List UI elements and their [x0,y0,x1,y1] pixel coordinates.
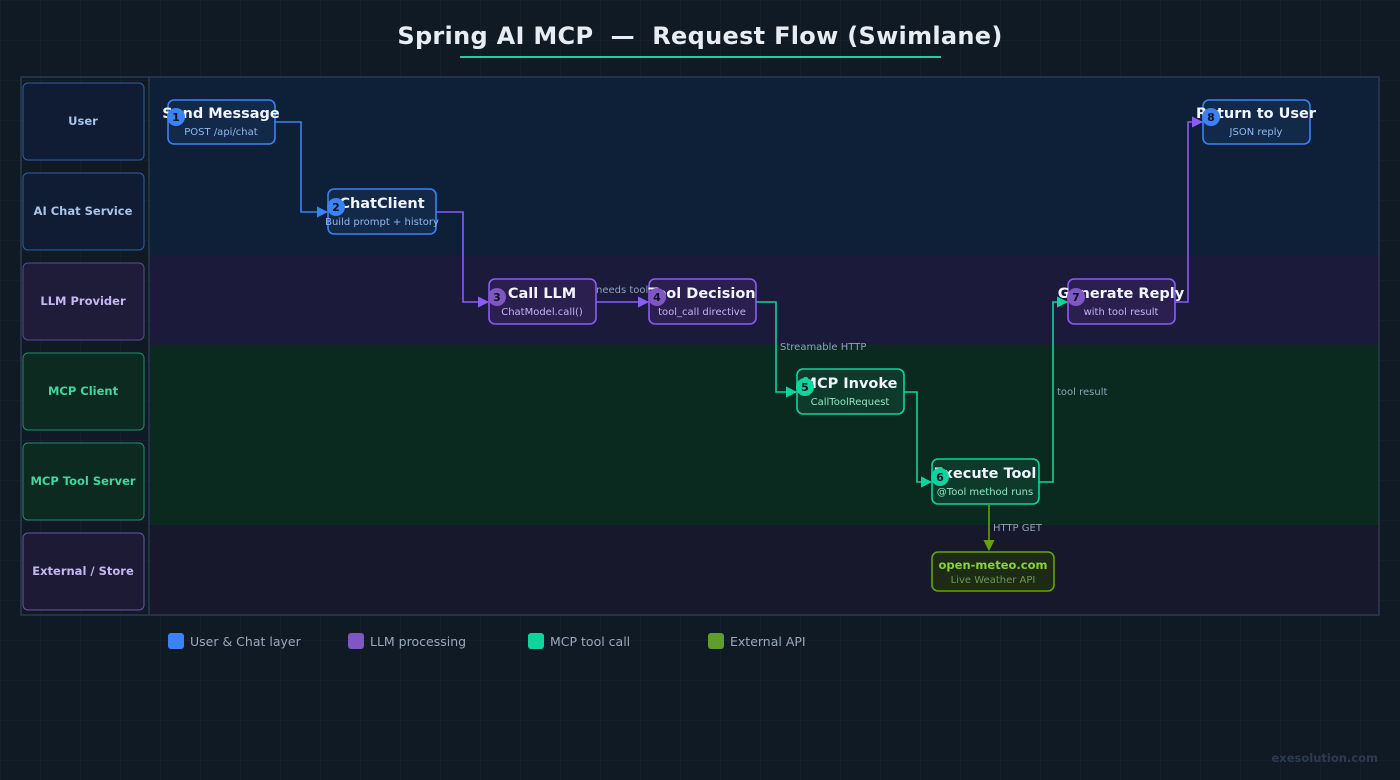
svg-text:AI Chat Service: AI Chat Service [34,204,133,218]
step-8-title: Return to User [1196,106,1317,122]
step-6-subtitle: @Tool method runs [937,487,1033,498]
lane-label-user: User [22,82,145,161]
step-5-badge [796,378,814,396]
label-tool-result: tool result [1057,387,1107,398]
lane-band-mcp [150,345,1379,525]
step-2-subtitle: Build prompt + history [325,217,439,228]
external-open-meteo: open-meteo.com Live Weather API [931,551,1055,592]
step-8-subtitle: JSON reply [1229,127,1283,138]
step-6-badge [931,468,949,486]
svg-text:MCP Tool Server: MCP Tool Server [30,474,135,488]
lane-label-ai-chat-service: AI Chat Service [22,172,145,251]
legend-item-user-chat: User & Chat layer [168,632,301,650]
step-3-title: Call LLM [508,286,576,302]
lane-label-external-store: External / Store [22,532,145,611]
external-subtitle: Live Weather API [951,575,1036,586]
step-4-badge [648,288,666,306]
step-6-execute-tool: Execute Tool @Tool method runs 6 [931,458,1040,505]
step-2-chatclient: ChatClient Build prompt + history 2 [325,188,439,235]
connector-2-to-3 [436,211,490,308]
step-2-badge [327,198,345,216]
legend-swatch-olive [708,633,724,649]
step-1-subtitle: POST /api/chat [184,127,257,138]
label-http-get: HTTP GET [993,523,1043,534]
step-5-mcp-invoke: MCP Invoke CallToolRequest 5 [796,368,905,415]
svg-text:User: User [68,114,98,128]
diagram-frame [20,76,1380,616]
step-7-badge [1067,288,1085,306]
legend-swatch-green [528,633,544,649]
svg-text:4: 4 [653,291,661,304]
step-1-send-message: Send Message POST /api/chat 1 [162,99,280,145]
step-4-subtitle: tool_call directive [658,307,746,318]
connector-7-to-8 [1175,116,1204,303]
step-5-title: MCP Invoke [803,376,898,392]
step-8-return-to-user: Return to User JSON reply 8 [1196,99,1317,145]
step-3-subtitle: ChatModel.call() [501,307,583,318]
step-4-title: Tool Decision [648,286,755,302]
step-1-title: Send Message [162,106,280,122]
step-3-call-llm: Call LLM ChatModel.call() 3 [488,278,597,325]
lane-label-mcp-client: MCP Client [22,352,145,431]
connector-6-to-7 [1039,296,1069,483]
lane-band-external [150,525,1379,615]
step-7-title: Generate Reply [1058,286,1185,302]
legend-item-llm: LLM processing [348,632,466,650]
step-4-tool-decision: Tool Decision tool_call directive 4 [648,278,757,325]
svg-text:7: 7 [1072,291,1080,304]
step-8-badge [1202,108,1220,126]
legend-item-mcp: MCP tool call [528,632,630,650]
title-underline [460,56,941,58]
external-title: open-meteo.com [939,558,1048,572]
legend-swatch-purple [348,633,364,649]
connector-4-to-5 [756,301,798,398]
lane-band-llm [150,255,1379,345]
svg-text:8: 8 [1207,111,1215,124]
diagram-title: Spring AI MCP — Request Flow (Swimlane) [397,22,1003,50]
lane-label-llm-provider: LLM Provider [22,262,145,341]
step-2-title: ChatClient [339,196,424,212]
svg-text:MCP Client: MCP Client [48,384,119,398]
step-5-subtitle: CallToolRequest [811,397,890,408]
svg-text:6: 6 [936,471,944,484]
svg-text:2: 2 [332,201,340,214]
step-6-title: Execute Tool [934,466,1037,482]
legend-item-external: External API [708,632,806,650]
svg-text:External / Store: External / Store [32,564,134,578]
label-needs-tool: needs tool [596,285,648,296]
step-7-generate-reply: Generate Reply with tool result 7 [1058,278,1185,325]
svg-text:3: 3 [493,291,501,304]
svg-text:1: 1 [172,111,180,124]
connector-5-to-6 [904,391,933,488]
connector-1-to-2 [275,121,329,218]
svg-text:LLM Provider: LLM Provider [40,294,126,308]
svg-text:5: 5 [801,381,809,394]
label-streamable-http: Streamable HTTP [780,342,866,353]
lane-label-mcp-tool-server: MCP Tool Server [22,442,145,521]
legend-swatch-blue [168,633,184,649]
step-1-badge [167,108,185,126]
step-3-badge [488,288,506,306]
watermark: exesolution.com [1271,751,1379,765]
step-7-subtitle: with tool result [1084,307,1159,318]
